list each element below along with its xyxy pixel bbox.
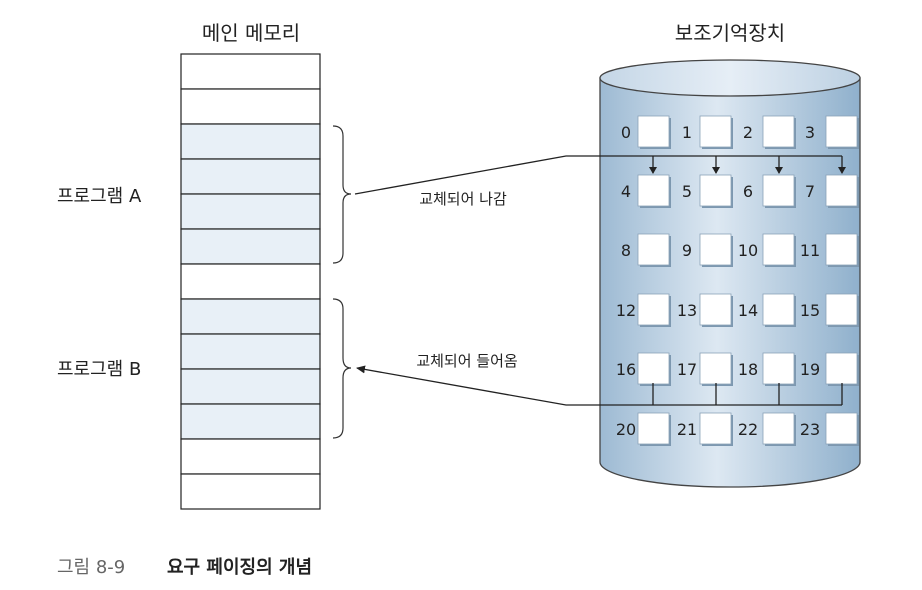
storage-block-number: 23 — [800, 420, 820, 439]
swap-in-label: 교체되어 들어옴 — [416, 352, 517, 370]
storage-block-number: 22 — [738, 420, 758, 439]
storage-block — [762, 174, 795, 207]
swap-in-line — [356, 365, 842, 406]
storage-block-number: 1 — [682, 123, 692, 142]
figure-title: 요구 페이징의 개념 — [167, 557, 312, 578]
storage-block — [637, 115, 670, 148]
memory-slot — [180, 193, 321, 230]
memory-slot — [180, 88, 321, 125]
storage-block — [825, 412, 858, 445]
program-a-label: 프로그램 A — [57, 186, 142, 207]
storage-block-number: 8 — [621, 241, 631, 260]
swap-out-line — [354, 155, 842, 195]
storage-block — [699, 412, 732, 445]
storage-block — [699, 293, 732, 326]
storage-block-number: 12 — [616, 301, 636, 320]
storage-block-number: 21 — [677, 420, 697, 439]
storage-block — [637, 293, 670, 326]
storage-block — [762, 233, 795, 266]
storage-block-number: 2 — [743, 123, 753, 142]
storage-block-number: 11 — [800, 241, 820, 260]
storage-block — [699, 352, 732, 385]
memory-slot — [180, 298, 321, 335]
storage-block-number: 3 — [805, 123, 815, 142]
secondary-storage-title: 보조기억장치 — [675, 21, 785, 45]
storage-block — [762, 352, 795, 385]
storage-block — [699, 115, 732, 148]
storage-block-number: 16 — [616, 360, 636, 379]
storage-block — [762, 115, 795, 148]
storage-block-number: 9 — [682, 241, 692, 260]
storage-block-number: 19 — [800, 360, 820, 379]
storage-block-number: 15 — [800, 301, 820, 320]
storage-block — [699, 233, 732, 266]
program-b-label: 프로그램 B — [57, 359, 141, 380]
memory-slot — [180, 123, 321, 160]
storage-block — [699, 174, 732, 207]
storage-block — [825, 352, 858, 385]
storage-block — [762, 293, 795, 326]
memory-slot — [180, 228, 321, 265]
storage-block — [825, 293, 858, 326]
storage-block-number: 14 — [738, 301, 758, 320]
storage-block — [762, 412, 795, 445]
storage-block-number: 13 — [677, 301, 697, 320]
memory-slot — [180, 53, 321, 90]
memory-slot — [180, 333, 321, 370]
storage-block-number: 7 — [805, 182, 815, 201]
storage-block-number: 6 — [743, 182, 753, 201]
storage-block-number: 18 — [738, 360, 758, 379]
storage-block-number: 0 — [621, 123, 631, 142]
memory-slot — [180, 158, 321, 195]
storage-block-number: 10 — [738, 241, 758, 260]
storage-block — [637, 352, 670, 385]
storage-block — [825, 115, 858, 148]
memory-slot — [180, 473, 321, 510]
storage-block — [825, 174, 858, 207]
memory-slot — [180, 368, 321, 405]
storage-block — [637, 174, 670, 207]
program-a-brace — [332, 125, 352, 264]
storage-block-number: 20 — [616, 420, 636, 439]
memory-slot — [180, 263, 321, 300]
program-b-brace — [332, 298, 352, 439]
storage-block-number: 4 — [621, 182, 631, 201]
storage-block-number: 5 — [682, 182, 692, 201]
figure-number: 그림 8-9 — [57, 557, 125, 578]
storage-block — [825, 233, 858, 266]
storage-block — [637, 233, 670, 266]
memory-slot — [180, 438, 321, 475]
storage-block-number: 17 — [677, 360, 697, 379]
main-memory — [180, 53, 321, 510]
swap-out-label: 교체되어 나감 — [419, 190, 507, 208]
main-memory-title: 메인 메모리 — [202, 21, 300, 45]
storage-cylinder-top — [599, 59, 861, 97]
storage-block — [637, 412, 670, 445]
memory-slot — [180, 403, 321, 440]
